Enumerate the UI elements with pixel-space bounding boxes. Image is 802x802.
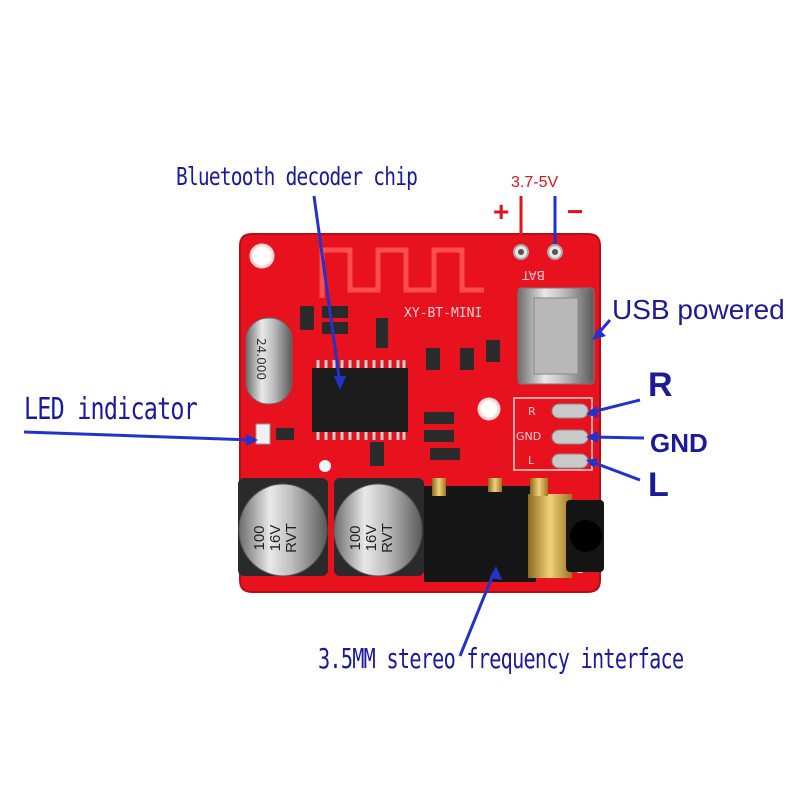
smd-components	[276, 306, 500, 466]
pad-l	[551, 453, 589, 469]
via	[319, 460, 331, 472]
antenna-trace	[319, 247, 484, 298]
pad-gnd	[551, 429, 589, 445]
pad-r	[551, 403, 589, 419]
arrow-r	[591, 398, 641, 414]
pad-label-gnd: GND	[516, 430, 542, 443]
callout-gnd: GND	[650, 428, 708, 458]
minus-label: −	[567, 196, 584, 227]
mounting-hole	[249, 243, 275, 269]
callout-bluetooth-chip: Bluetooth decoder chip	[176, 162, 418, 191]
crystal-label: 24.000	[254, 338, 268, 380]
callout-led-indicator: LED indicator	[24, 392, 198, 427]
pad-label-l: L	[528, 454, 535, 467]
callout-usb-powered: USB powered	[612, 294, 785, 325]
plus-label: +	[493, 196, 510, 227]
audio-jack	[424, 478, 604, 582]
bat-marking: BAT	[522, 268, 545, 282]
crystal	[245, 317, 293, 405]
arrow-gnd	[591, 435, 645, 440]
bluetooth-chip	[312, 368, 408, 432]
led	[255, 423, 271, 445]
board-model: XY-BT-MINI	[404, 306, 483, 321]
voltage-label: 3.7-5V	[511, 174, 559, 191]
mounting-hole	[477, 397, 501, 421]
arrow-l	[591, 460, 641, 482]
arrow-jack	[458, 571, 496, 657]
arrow-led	[23, 430, 253, 442]
callout-l: L	[648, 466, 669, 504]
arrow-chip	[312, 195, 342, 385]
callout-audio-jack: 3.5MM stereo frequency interface	[318, 642, 684, 675]
capacitor-2	[333, 478, 424, 577]
pad-label-r: R	[528, 405, 536, 418]
capacitor-1	[238, 478, 328, 577]
callout-r: R	[648, 366, 673, 404]
